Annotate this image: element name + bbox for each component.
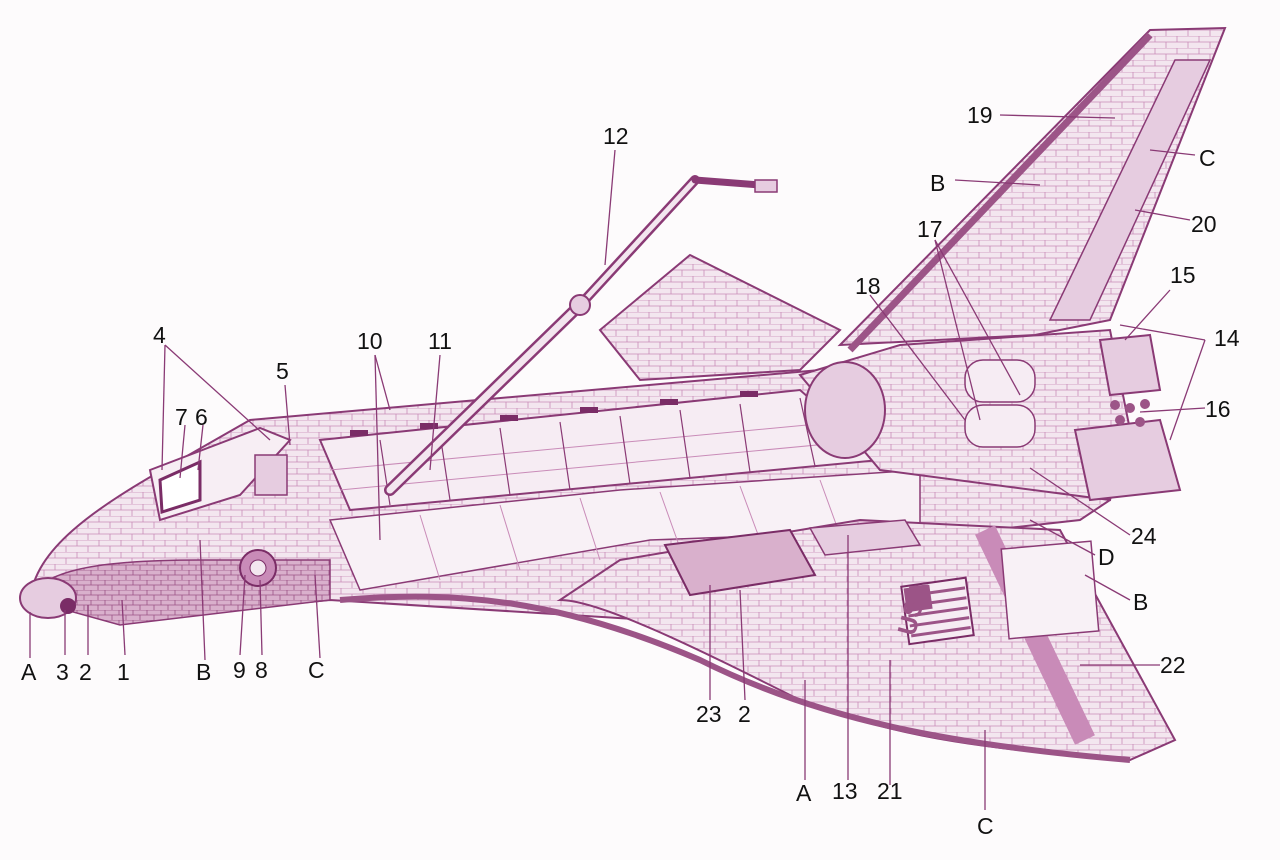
- label-12: 12: [603, 123, 629, 149]
- label-c-body: C: [308, 657, 325, 683]
- label-8: 8: [255, 657, 268, 683]
- cockpit-window: [158, 459, 202, 515]
- elevon-panel: [1000, 540, 1100, 640]
- label-7: 7: [175, 404, 188, 430]
- tail-rudder: [1048, 59, 1212, 321]
- wing-leading-edge: [339, 593, 1131, 763]
- aft-bulkhead: [804, 361, 886, 459]
- leader-lines: [29, 114, 1206, 810]
- label-5: 5: [276, 358, 289, 384]
- label-1: 1: [117, 659, 130, 685]
- label-21: 21: [877, 778, 903, 804]
- label-13: 13: [832, 778, 858, 804]
- robot-arm-end-effector: [754, 179, 778, 193]
- label-4: 4: [153, 322, 166, 348]
- robot-arm-elbow: [569, 294, 591, 316]
- label-b-tail: B: [930, 170, 946, 196]
- label-23: 23: [696, 701, 722, 727]
- label-18: 18: [855, 273, 881, 299]
- label-20: 20: [1191, 211, 1217, 237]
- nose-port: [60, 598, 76, 614]
- label-15: 15: [1170, 262, 1196, 288]
- tail-leading-edge: [847, 32, 1153, 353]
- label-24: 24: [1131, 523, 1157, 549]
- label-3: 3: [56, 659, 69, 685]
- main-engines: [1073, 333, 1182, 502]
- bay-door-hinges: [350, 391, 758, 436]
- label-22: 22: [1160, 652, 1186, 678]
- engine-detail: [1110, 399, 1150, 427]
- label-16: 16: [1205, 396, 1231, 422]
- gear-door: [808, 519, 922, 556]
- label-19: 19: [967, 102, 993, 128]
- robot-arm-wrist: [691, 176, 764, 189]
- label-c-wing: C: [977, 813, 994, 839]
- label-14: 14: [1214, 325, 1240, 351]
- label-9: 9: [233, 657, 246, 683]
- vertical-tail: [837, 26, 1227, 347]
- label-c-tail: C: [1199, 145, 1216, 171]
- label-11: 11: [428, 328, 452, 354]
- landing-gear-well: [663, 528, 817, 597]
- label-d: D: [1098, 544, 1115, 570]
- label-2-nose: 2: [79, 659, 92, 685]
- label-6: 6: [195, 404, 208, 430]
- label-a-wing: A: [796, 780, 812, 806]
- label-a-nose: A: [21, 659, 37, 685]
- label-b-wing: B: [1133, 589, 1149, 615]
- label-b-body: B: [196, 659, 212, 685]
- far-wing: [598, 253, 842, 382]
- label-10: 10: [357, 328, 383, 354]
- label-2-wing: 2: [738, 701, 751, 727]
- label-17: 17: [917, 216, 943, 242]
- cockpit-panel: [254, 454, 288, 496]
- usa-flag: [900, 576, 975, 646]
